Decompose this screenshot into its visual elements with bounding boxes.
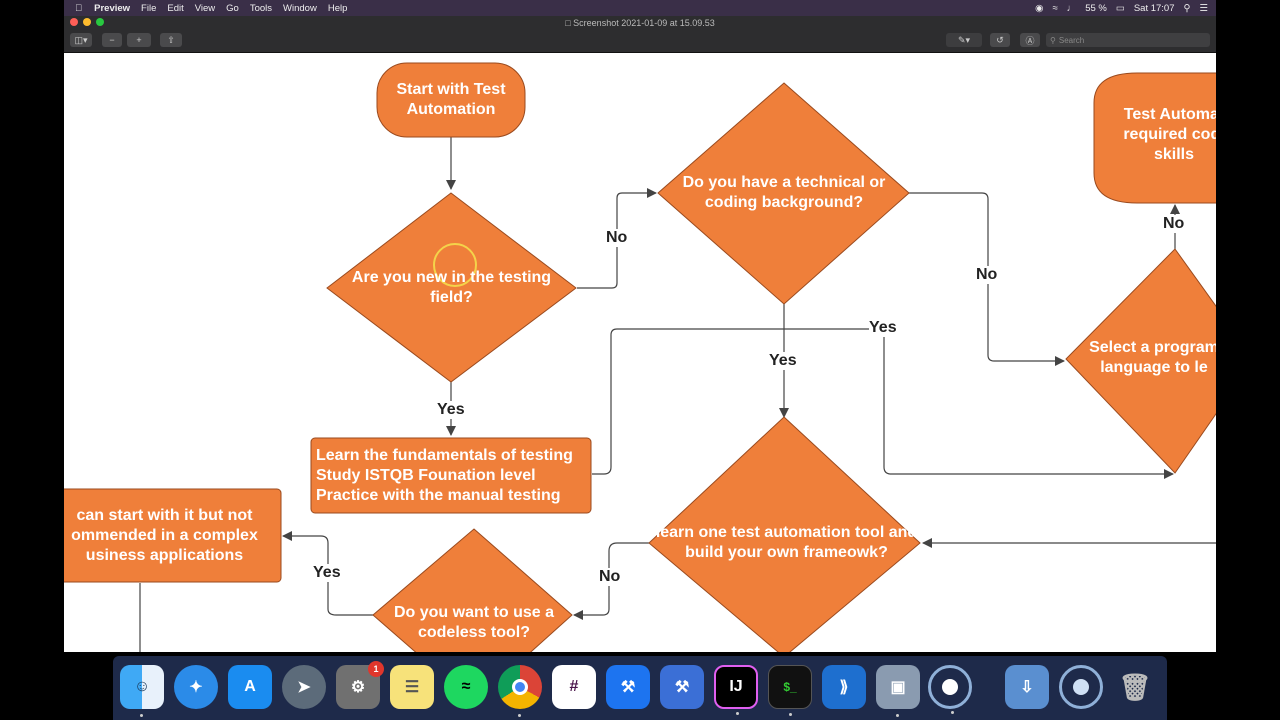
window-toolbar: □ Screenshot 2021-01-09 at 15.09.53 ◫▾ −… xyxy=(64,16,1216,53)
system-preferences-icon[interactable]: ⚙1 xyxy=(336,661,384,709)
preview-icon[interactable]: ▣ xyxy=(876,665,920,717)
fundamentals-node: Learn the fundamentals of testing Study … xyxy=(316,446,573,504)
technical-node: Do you have a technical or coding backgr… xyxy=(682,174,886,211)
recorder-icon[interactable] xyxy=(1059,665,1103,709)
maximize-icon[interactable] xyxy=(96,18,104,26)
new-testing-diamond-shape xyxy=(326,192,577,383)
menu-app-name[interactable]: Preview xyxy=(87,2,130,14)
slack-icon[interactable]: # xyxy=(552,665,596,709)
rotate-icon[interactable]: ↺ xyxy=(990,33,1010,47)
fundamentals-node-shape xyxy=(310,437,592,514)
search-placeholder: Search xyxy=(1058,35,1085,45)
menu-file[interactable]: File xyxy=(133,2,156,14)
menu-tools[interactable]: Tools xyxy=(242,2,272,14)
label-no-tool: No xyxy=(599,568,621,586)
window-title-text: Screenshot 2021-01-09 at 15.09.53 xyxy=(573,18,715,28)
start-node: Start with Test Automation xyxy=(396,81,506,118)
menu-edit[interactable]: Edit xyxy=(160,2,183,14)
screen:  Preview File Edit View Go Tools Window… xyxy=(64,0,1216,720)
finder-icon[interactable]: ☺ xyxy=(120,665,164,717)
notification-badge: 1 xyxy=(368,661,384,677)
battery-icon[interactable]: ▭ xyxy=(1115,2,1125,14)
codeless-note-node: can start with it but not ommended in a … xyxy=(71,506,258,564)
notes-icon[interactable]: ☰ xyxy=(390,665,434,709)
codeless-node: Do you want to use a codeless tool? xyxy=(393,604,554,641)
menu-view[interactable]: View xyxy=(187,2,215,14)
flowchart-diagram xyxy=(64,62,1216,652)
connector-fundamentals-yes xyxy=(592,328,1174,479)
menu-help[interactable]: Help xyxy=(320,2,348,14)
menu-bar:  Preview File Edit View Go Tools Window… xyxy=(64,0,1216,16)
label-yes-new: Yes xyxy=(437,401,465,419)
select-language-node: Select a program language to le xyxy=(1089,339,1216,376)
app-store-icon[interactable]: A xyxy=(228,665,272,709)
wifi-icon[interactable]: ≈ xyxy=(1052,2,1058,14)
close-icon[interactable] xyxy=(70,18,78,26)
launchpad-icon[interactable]: ➤ xyxy=(282,665,326,709)
apple-icon[interactable]:  xyxy=(75,3,82,14)
technical-diamond-shape xyxy=(657,82,910,305)
clock[interactable]: Sat 17:07 xyxy=(1133,2,1175,14)
minimize-icon[interactable] xyxy=(83,18,91,26)
share-icon[interactable]: ⇧ xyxy=(160,33,182,47)
search-input[interactable]: ⚲ Search xyxy=(1046,33,1210,47)
terminal-icon[interactable]: $_ xyxy=(768,665,812,716)
intellij-icon[interactable]: IJ xyxy=(714,665,758,715)
label-yes-technical: Yes xyxy=(769,352,797,370)
zoom-in-icon[interactable]: + xyxy=(127,33,151,47)
document-canvas[interactable]: Start with Test Automation Are you new i… xyxy=(64,53,1216,652)
spotlight-icon[interactable]: ⚲ xyxy=(1183,2,1191,14)
codeless-diamond-shape xyxy=(372,528,573,652)
annotate-icon[interactable]: Ⓐ xyxy=(1020,33,1040,47)
search-icon: ⚲ xyxy=(1050,35,1056,45)
label-yes-codeless: Yes xyxy=(313,564,341,582)
window-title: □ Screenshot 2021-01-09 at 15.09.53 xyxy=(64,18,1216,28)
select-language-diamond-shape xyxy=(1065,248,1216,474)
new-testing-node: Are you new in the testing field? xyxy=(351,269,552,306)
skills-node-shape xyxy=(1093,72,1216,204)
cursor-highlight xyxy=(433,243,477,287)
terminal-glyph: $_ xyxy=(783,680,797,694)
chrome-icon[interactable] xyxy=(498,665,542,717)
vscode-icon[interactable]: ⟫ xyxy=(822,665,866,709)
control-center-icon[interactable]: ☰ xyxy=(1199,2,1208,14)
spotify-icon[interactable]: ≈ xyxy=(444,665,488,709)
menu-go[interactable]: Go xyxy=(219,2,239,14)
downloads-folder-icon[interactable]: ⇩ xyxy=(1005,665,1049,709)
label-no-select: No xyxy=(1163,215,1185,233)
markup-pen-icon[interactable]: ✎▾ xyxy=(946,33,982,47)
label-no-new: No xyxy=(606,229,628,247)
record-icon[interactable]: ◉ xyxy=(1035,2,1044,14)
screen-recorder-icon[interactable] xyxy=(928,665,972,714)
learn-tool-diamond-shape xyxy=(648,416,921,652)
xcode-icon[interactable]: ⚒ xyxy=(606,665,650,709)
label-yes-fundamentals: Yes xyxy=(869,319,897,337)
label-no-technical: No xyxy=(976,266,998,284)
window-controls xyxy=(70,18,104,26)
menu-window[interactable]: Window xyxy=(275,2,317,14)
dock: ☺ ✦ A ➤ ⚙1 ☰ ≈ # ⚒ ⚒ IJ $_ ⟫ ▣ ⇩ 🗑 xyxy=(113,656,1167,720)
trash-icon[interactable]: 🗑 xyxy=(1118,671,1152,702)
learn-tool-node: learn one test automation tool and build… xyxy=(655,524,918,561)
instruments-icon[interactable]: ⚒ xyxy=(660,665,704,709)
volume-icon[interactable]: ♩ xyxy=(1066,2,1077,14)
safari-icon[interactable]: ✦ xyxy=(174,665,218,709)
intellij-glyph: IJ xyxy=(729,678,743,695)
zoom-out-icon[interactable]: − xyxy=(102,33,122,47)
sidebar-toggle-button[interactable]: ◫▾ xyxy=(70,33,92,47)
codeless-note-shape xyxy=(64,488,282,583)
skills-node: Test Automat required codi skills xyxy=(1123,106,1216,163)
battery-label[interactable]: 55 % xyxy=(1085,2,1107,14)
start-node-shape xyxy=(376,62,526,138)
document-icon: □ xyxy=(565,18,571,28)
